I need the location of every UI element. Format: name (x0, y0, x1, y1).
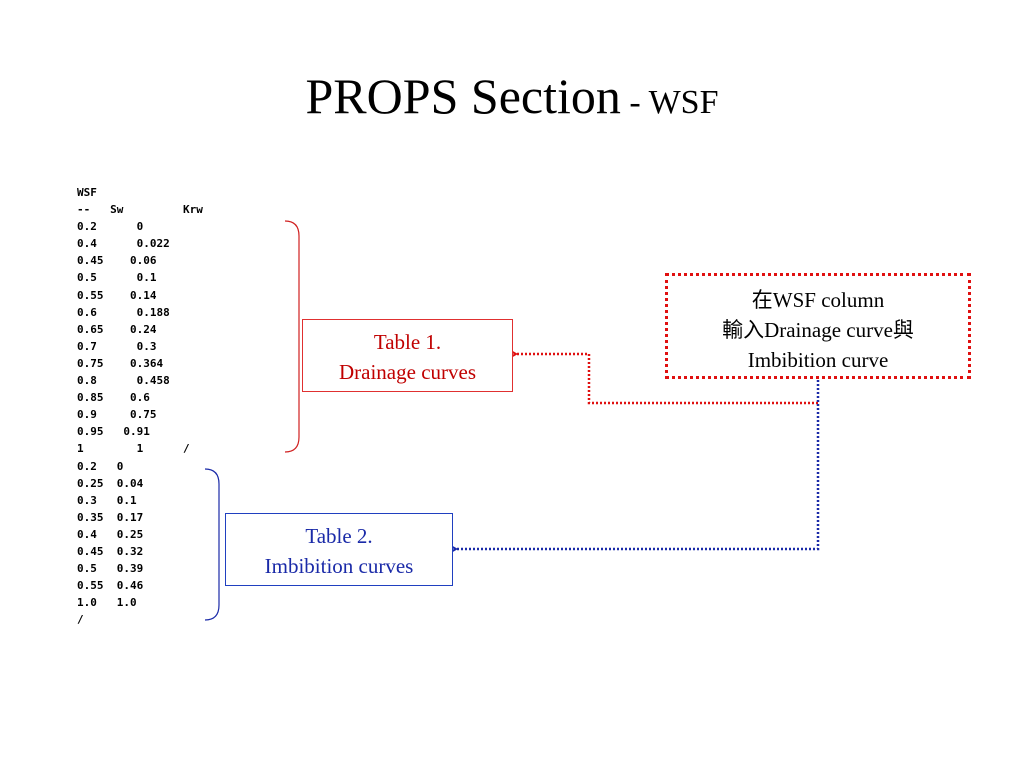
code-line: WSF (77, 186, 97, 199)
wsf-code-listing: WSF -- Sw Krw 0.2 0 0.4 0.022 0.45 0.06 0.5 0… (77, 184, 203, 628)
code-line: 0.9 0.75 (77, 408, 157, 422)
code-line: 0.2 0 (77, 459, 124, 473)
code-line: / (77, 613, 84, 627)
code-line: 1 1 / (77, 442, 190, 456)
instruction-note-box: 在WSF column 輸入Drainage curve與 Imbibition… (665, 273, 971, 379)
table1-label: Table 1. (373, 330, 442, 354)
slide-title: PROPS Section - WSF (0, 64, 1024, 135)
code-line: 1.0 1.0 (77, 596, 137, 610)
drainage-bracket (284, 220, 300, 453)
code-line: -- Sw Krw (77, 203, 203, 217)
table2-imbibition-box: Table 2. Imbibition curves (225, 513, 453, 586)
code-line: 0.4 0.022 (77, 237, 170, 251)
note-line-1: 在WSF column (751, 288, 885, 312)
code-line: 0.45 0.06 (77, 254, 157, 268)
code-line: 0.95 0.91 (77, 425, 150, 439)
code-line: 0.4 0.25 (77, 527, 144, 541)
code-line: 0.35 0.17 (77, 510, 144, 524)
note-line-2: 輸入Drainage curve與 (722, 318, 914, 342)
note-line-3: Imbibition curve (747, 348, 889, 372)
red-dotted-arrow (516, 354, 818, 405)
code-line: 0.45 0.32 (77, 544, 144, 558)
imbibition-bracket (204, 468, 220, 621)
code-line: 0.5 0.1 (77, 271, 157, 285)
code-line: 0.3 0.1 (77, 493, 137, 507)
table2-caption: Imbibition curves (264, 554, 414, 578)
table2-label: Table 2. (305, 524, 373, 548)
code-line: 0.85 0.6 (77, 391, 150, 405)
table1-caption: Drainage curves (338, 360, 476, 384)
blue-dotted-arrow (456, 380, 820, 549)
code-line: 0.7 0.3 (77, 339, 157, 353)
code-line: 0.55 0.46 (77, 579, 144, 593)
code-line: 0.6 0.188 (77, 305, 170, 319)
code-line: 0.5 0.39 (77, 562, 144, 576)
code-line: 0.8 0.458 (77, 374, 170, 388)
code-line: 0.25 0.04 (77, 476, 144, 490)
code-line: 0.65 0.24 (77, 322, 157, 336)
code-line: 0.75 0.364 (77, 356, 164, 370)
table1-drainage-box: Table 1. Drainage curves (302, 319, 513, 392)
code-line: 0.2 0 (77, 220, 144, 234)
code-line: 0.55 0.14 (77, 288, 157, 302)
title-main: PROPS Section (305, 68, 621, 124)
title-sub: - WSF (620, 84, 719, 121)
